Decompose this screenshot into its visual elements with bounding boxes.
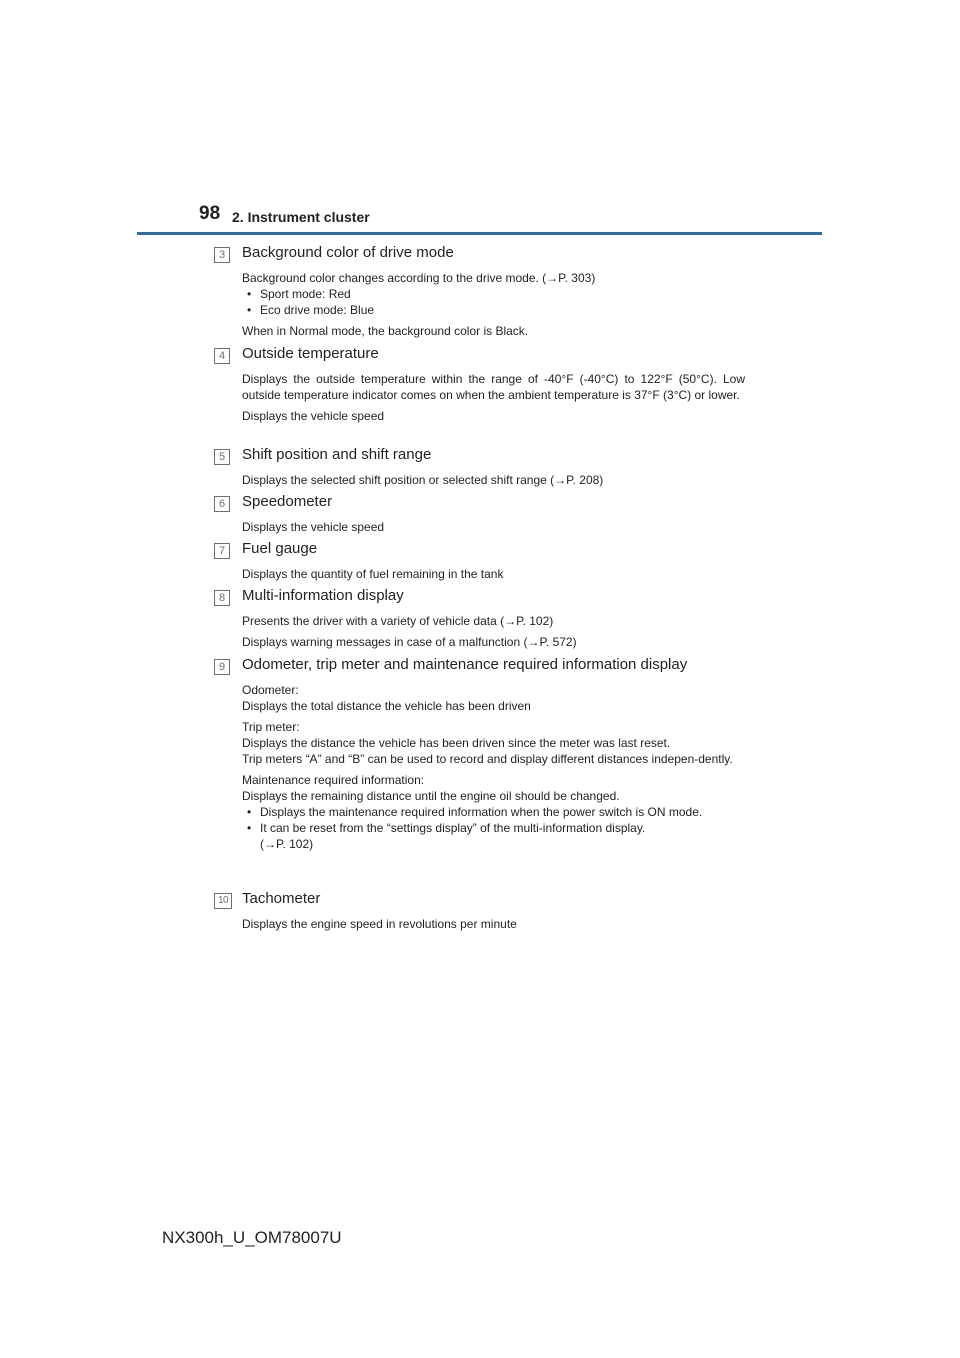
item-body: Displays the outside temperature within … (242, 371, 745, 429)
page-header: 98 2. Instrument cluster (199, 203, 819, 233)
item-body: Displays the vehicle speed (242, 519, 745, 540)
item-text: When in Normal mode, the background colo… (242, 324, 529, 338)
item-text: Displays the vehicle speed (242, 520, 385, 534)
item-title: Fuel gauge (242, 540, 318, 557)
item-number-badge: 9 (214, 659, 230, 675)
item-text: Displays warning messages in case of a m… (242, 635, 577, 649)
section-title: 2. Instrument cluster (232, 209, 370, 225)
header-rule (137, 232, 822, 235)
item-body: Odometer: Displays the total distance th… (242, 682, 745, 857)
bullet-item: Displays the maintenance required inform… (242, 804, 745, 820)
item-number-badge: 4 (214, 348, 230, 364)
document-code: NX300h_U_OM78007U (162, 1228, 342, 1247)
item-text: Displays the engine speed in revolutions… (242, 917, 517, 931)
item-body: Displays the selected shift position or … (242, 472, 745, 493)
item-text: Displays the outside temperature within … (242, 372, 745, 402)
odometer-text: Displays the total distance the vehicle … (242, 699, 531, 713)
item-title: Tachometer (242, 890, 321, 907)
bullet-item: Eco drive mode: Blue (242, 302, 745, 318)
item-title: Odometer, trip meter and maintenance req… (242, 656, 688, 673)
odometer-label: Odometer: (242, 683, 299, 697)
odometer-block: Odometer: Displays the total distance th… (242, 682, 745, 714)
bullet-list: Displays the maintenance required inform… (242, 804, 745, 852)
item-body: Background color changes according to th… (242, 270, 745, 344)
item-number-badge: 5 (214, 449, 230, 465)
trip-meter-label: Trip meter: (242, 720, 300, 734)
item-text: Displays the selected shift position or … (242, 473, 604, 487)
item-title: Multi-information display (242, 587, 404, 604)
item-number-badge: 6 (214, 496, 230, 512)
item-number-badge: 10 (214, 893, 232, 909)
item-number-badge: 7 (214, 543, 230, 559)
maintenance-text: Displays the remaining distance until th… (242, 789, 620, 803)
item-text: Displays the vehicle speed (242, 409, 385, 423)
item-title: Speedometer (242, 493, 333, 510)
item-title: Shift position and shift range (242, 446, 432, 463)
page-reference: (→P. 102) (260, 837, 314, 851)
trip-meter-block: Trip meter: Displays the distance the ve… (242, 719, 745, 767)
maintenance-label: Maintenance required information: (242, 773, 425, 787)
bullet-item: Sport mode: Red (242, 286, 745, 302)
item-title: Background color of drive mode (242, 244, 454, 261)
trip-meter-text: Displays the distance the vehicle has be… (242, 736, 671, 750)
page-number: 98 (199, 203, 221, 224)
maintenance-block: Maintenance required information: Displa… (242, 772, 745, 804)
item-body: Displays the quantity of fuel remaining … (242, 566, 745, 587)
item-text: Displays the quantity of fuel remaining … (242, 567, 504, 581)
bullet-list: Sport mode: Red Eco drive mode: Blue (242, 286, 745, 318)
item-number-badge: 3 (214, 247, 230, 263)
bullet-item: It can be reset from the “settings displ… (242, 820, 745, 852)
item-text: Presents the driver with a variety of ve… (242, 614, 554, 628)
bullet-text: It can be reset from the “settings displ… (260, 821, 646, 835)
item-body: Presents the driver with a variety of ve… (242, 613, 745, 655)
item-title: Outside temperature (242, 345, 379, 362)
trip-meter-text: Trip meters “A” and “B” can be used to r… (242, 752, 733, 766)
item-number-badge: 8 (214, 590, 230, 606)
item-text: Background color changes according to th… (242, 271, 596, 285)
item-body: Displays the engine speed in revolutions… (242, 916, 745, 937)
